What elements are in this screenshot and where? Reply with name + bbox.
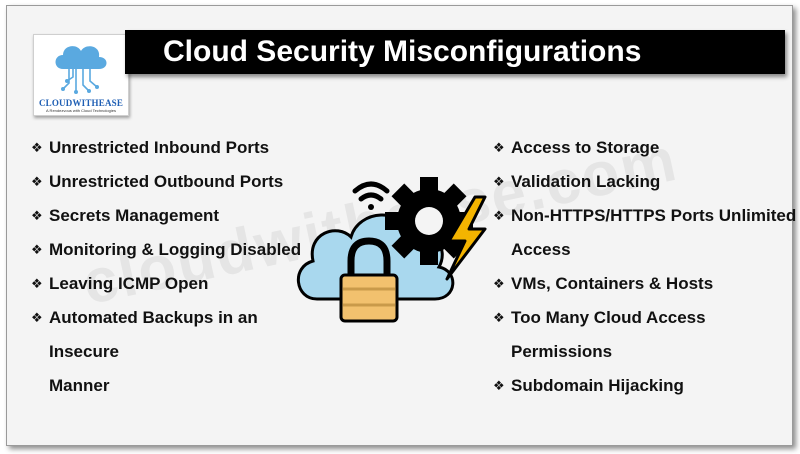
list-item: ❖ Unrestricted Inbound Ports — [31, 131, 331, 165]
bullet-icon: ❖ — [31, 276, 43, 291]
list-item: ❖ VMs, Containers & Hosts — [493, 267, 800, 301]
list-item: ❖ Leaving ICMP Open — [31, 267, 331, 301]
bullet-icon: ❖ — [31, 310, 43, 325]
page-title: Cloud Security Misconfigurations — [163, 35, 642, 68]
bullet-icon: ❖ — [493, 174, 505, 189]
bullet-icon: ❖ — [493, 140, 505, 155]
gear-icon — [385, 177, 473, 265]
logo-tagline: A Rendezvous with Cloud Technologies — [46, 108, 116, 113]
list-item-continuation: Access — [493, 233, 800, 267]
list-item-label: Leaving ICMP Open — [49, 274, 209, 293]
logo-cloud-icon — [55, 46, 107, 94]
list-item-label: VMs, Containers & Hosts — [511, 274, 714, 293]
bullet-icon: ❖ — [31, 242, 43, 257]
list-item-label: Monitoring & Logging Disabled — [49, 240, 302, 259]
list-item-label: Manner — [49, 376, 110, 395]
right-list: ❖ Access to Storage ❖ Validation Lacking ❖… — [493, 131, 800, 403]
bullet-icon: ❖ — [493, 378, 505, 393]
cloud-security-graphic — [296, 177, 487, 323]
bullet-icon: ❖ — [493, 310, 505, 325]
slide: CLOUDWITHEASE A Rendezvous with Cloud Te… — [6, 5, 796, 446]
list-item: ❖ Access to Storage — [493, 131, 800, 165]
list-item: ❖ Automated Backups in an Insecure — [31, 301, 331, 369]
list-item: ❖ Unrestricted Outbound Ports — [31, 165, 331, 199]
list-item: ❖ Monitoring & Logging Disabled — [31, 233, 331, 267]
list-item-label: Access — [511, 240, 571, 259]
logo: CLOUDWITHEASE A Rendezvous with Cloud Te… — [33, 34, 129, 116]
padlock-icon — [339, 237, 399, 323]
list-item-label: Access to Storage — [511, 138, 660, 157]
bullet-icon: ❖ — [493, 276, 505, 291]
list-item-label: Unrestricted Outbound Ports — [49, 172, 284, 191]
bullet-icon: ❖ — [31, 208, 43, 223]
bullet-icon: ❖ — [493, 208, 505, 223]
bullet-icon: ❖ — [31, 140, 43, 155]
list-item-continuation: Manner — [31, 369, 331, 403]
list-item-label: Automated Backups in an Insecure — [49, 308, 258, 361]
list-item-label: Secrets Management — [49, 206, 220, 225]
left-list: ❖ Unrestricted Inbound Ports ❖ Unrestricte… — [31, 131, 331, 403]
title-bar: Cloud Security Misconfigurations — [125, 30, 785, 74]
list-item: ❖ Non-HTTPS/HTTPS Ports Unlimited — [493, 199, 800, 233]
bullet-icon: ❖ — [31, 174, 43, 189]
list-item: ❖ Validation Lacking — [493, 165, 800, 199]
wifi-icon — [352, 181, 390, 210]
list-item-label: Too Many Cloud Access Permissions — [511, 308, 706, 361]
logo-brand: CLOUDWITHEASE — [38, 98, 124, 108]
list-item: ❖ Secrets Management — [31, 199, 331, 233]
list-item-label: Unrestricted Inbound Ports — [49, 138, 270, 157]
list-item-label: Non-HTTPS/HTTPS Ports Unlimited — [511, 206, 797, 225]
list-item-label: Subdomain Hijacking — [511, 376, 684, 395]
list-item-label: Validation Lacking — [511, 172, 661, 191]
lightning-icon — [445, 195, 487, 281]
list-item: ❖ Too Many Cloud Access Permissions — [493, 301, 800, 369]
list-item: ❖ Subdomain Hijacking — [493, 369, 800, 403]
